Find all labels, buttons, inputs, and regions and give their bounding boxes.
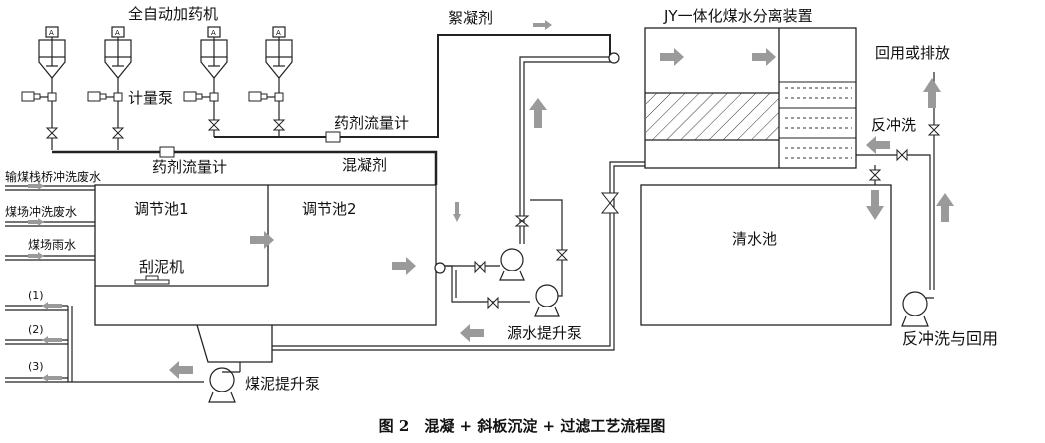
raw-water-pump-1 — [499, 248, 525, 281]
mixer-node — [608, 52, 620, 64]
arrow-up-backwash — [936, 193, 954, 222]
arrow-up-reuse — [923, 78, 941, 108]
outlet-label-3: (3) — [28, 360, 44, 373]
raw-water-valves — [474, 215, 569, 310]
raw-water-pump-2 — [534, 284, 560, 317]
backwash-valves — [868, 124, 941, 181]
tank-tag-2: A — [115, 29, 120, 37]
arrow-inflow-3 — [28, 252, 44, 260]
metering-pumps — [21, 91, 284, 102]
backwash-pump — [901, 291, 929, 327]
arrow-jy-inlet — [660, 48, 684, 66]
filter-layers — [779, 81, 856, 139]
outlet-label-2: (2) — [28, 323, 44, 336]
tank2-label: 调节池2 — [302, 200, 357, 218]
reuse-or-discharge-label: 回用或排放 — [875, 44, 950, 62]
arrow-down-tank — [453, 202, 461, 222]
inflow-label-3: 煤场雨水 — [28, 238, 76, 252]
backwash-label: 反冲洗 — [871, 116, 916, 134]
inflow-label-1: 输煤栈桥冲洗废水 — [5, 169, 101, 184]
backwash-and-reuse-label: 反冲洗与回用 — [902, 329, 998, 348]
arrow-outlet-1 — [42, 302, 62, 310]
clear-water-tank — [640, 184, 892, 326]
inflow-pipes — [5, 185, 95, 261]
dosing-tanks — [38, 26, 293, 79]
arrow-return-2 — [169, 361, 193, 379]
raw-water-pipes — [436, 56, 612, 303]
flocculant-label: 絮凝剂 — [448, 9, 493, 27]
flowmeter-right-label: 药剂流量计 — [334, 114, 409, 132]
arrow-inflow-1 — [28, 182, 44, 190]
metering-pump-label: 计量泵 — [128, 89, 173, 107]
junction-node — [434, 262, 446, 274]
raw-water-pump-label: 源水提升泵 — [507, 324, 582, 342]
arrow-tank1-to-tank2 — [250, 231, 274, 249]
tank-tag-3: A — [211, 29, 216, 37]
figure-caption: 图 2 混凝 + 斜板沉淀 + 过滤工艺流程图 — [379, 417, 666, 435]
arrow-outlet-3 — [42, 374, 62, 382]
sludge-pump — [208, 362, 241, 403]
flow-arrows — [28, 20, 954, 382]
dosing-valves — [45, 119, 286, 139]
clear-water-tank-label: 清水池 — [732, 230, 777, 248]
outlets: (1) (2) (3) — [28, 289, 44, 373]
arrow-floc-top — [533, 20, 552, 30]
arrow-tank2-out — [392, 257, 416, 275]
auto-dosing-label: 全自动加药机 — [128, 5, 218, 23]
filter-media — [785, 87, 852, 159]
inflows: 输煤栈桥冲洗废水 煤场冲洗废水 煤场雨水 — [5, 169, 101, 252]
outlet-label-1: (1) — [28, 289, 44, 302]
dosing-tank-2 — [104, 26, 132, 79]
flowmeter-left-icon — [159, 146, 175, 158]
tank1-label: 调节池1 — [134, 200, 189, 218]
arrow-jy-middle — [752, 48, 776, 66]
inclined-plate-zone — [646, 93, 779, 140]
jy-device-label: JY一体化煤水分离装置 — [663, 7, 813, 25]
arrow-up-riser — [529, 98, 547, 128]
arrow-backwash-in — [866, 136, 890, 154]
flowmeter-right-icon — [325, 131, 341, 143]
flowmeter-left-label: 药剂流量计 — [152, 158, 227, 176]
coagulant-label: 混凝剂 — [342, 156, 387, 174]
arrow-inflow-2 — [28, 218, 44, 226]
inflow-label-2: 煤场冲洗废水 — [5, 204, 77, 219]
flocculant-header-pipe — [214, 34, 611, 138]
sludge-pump-label: 煤泥提升泵 — [245, 375, 320, 393]
arrow-outlet-2 — [42, 336, 62, 344]
arrow-return-1 — [460, 324, 484, 342]
tank-tags: A A A A — [49, 29, 281, 37]
tank-tag-4: A — [276, 29, 281, 37]
pipe-valve — [600, 192, 620, 214]
tank-tag-1: A — [49, 29, 54, 37]
scraper-label: 刮泥机 — [139, 258, 184, 276]
arrow-down-clear — [866, 190, 884, 220]
sludge-return-pipe — [272, 161, 645, 351]
coagulant-header-pipe — [52, 150, 438, 185]
scraper — [134, 275, 170, 285]
